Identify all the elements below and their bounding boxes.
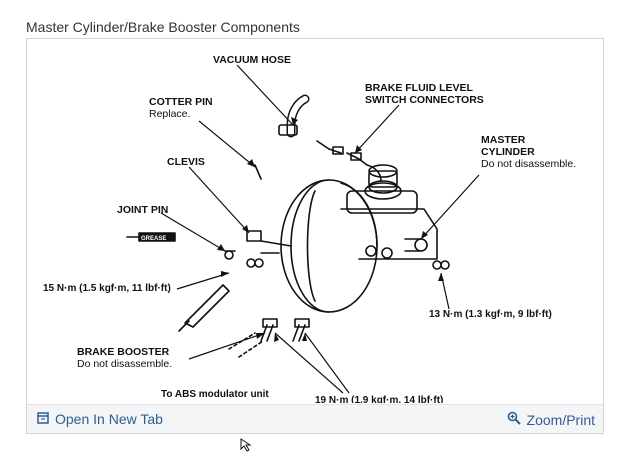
mouse-cursor-icon [240,438,252,457]
grease-label: GREASE [141,236,166,242]
zoom-print-label: Zoom/Print [526,411,595,428]
label-brake-booster-note: Do not disassemble. [77,358,172,370]
zoom-print-link[interactable]: Zoom/Print [507,411,595,428]
label-cotter-pin: COTTER PIN [149,96,213,108]
label-torque-13: 13 N·m (1.3 kgf·m, 9 lbf·ft) [429,309,552,320]
label-master-note: Do not disassemble. [481,158,576,170]
label-brake-booster: BRAKE BOOSTER [77,346,170,358]
label-torque-15: 15 N·m (1.5 kgf·m, 11 lbf·ft) [43,283,171,294]
label-vacuum-hose: VACUUM HOSE [213,54,291,66]
zoom-icon [507,411,521,428]
brake-diagram: GREASE [43,54,576,403]
page-title: Master Cylinder/Brake Booster Components [26,19,300,35]
label-brake-fluid-1: BRAKE FLUID LEVEL [365,82,474,94]
open-tab-icon [37,411,49,427]
open-new-tab-label: Open In New Tab [55,411,163,427]
label-joint-pin: JOINT PIN [117,204,168,216]
label-torque-19: 19 N·m (1.9 kgf·m, 14 lbf·ft) [315,395,443,403]
open-new-tab-link[interactable]: Open In New Tab [37,411,163,427]
diagram-frame: GREASE [26,38,604,434]
footer-bar: Open In New Tab Zoom/Print [27,404,603,433]
label-master-1: MASTER [481,134,526,146]
label-abs: To ABS modulator unit [161,389,269,400]
label-cotter-pin-note: Replace. [149,108,190,120]
label-master-2: CYLINDER [481,146,535,158]
label-brake-fluid-2: SWITCH CONNECTORS [365,94,484,106]
label-clevis: CLEVIS [167,156,205,168]
